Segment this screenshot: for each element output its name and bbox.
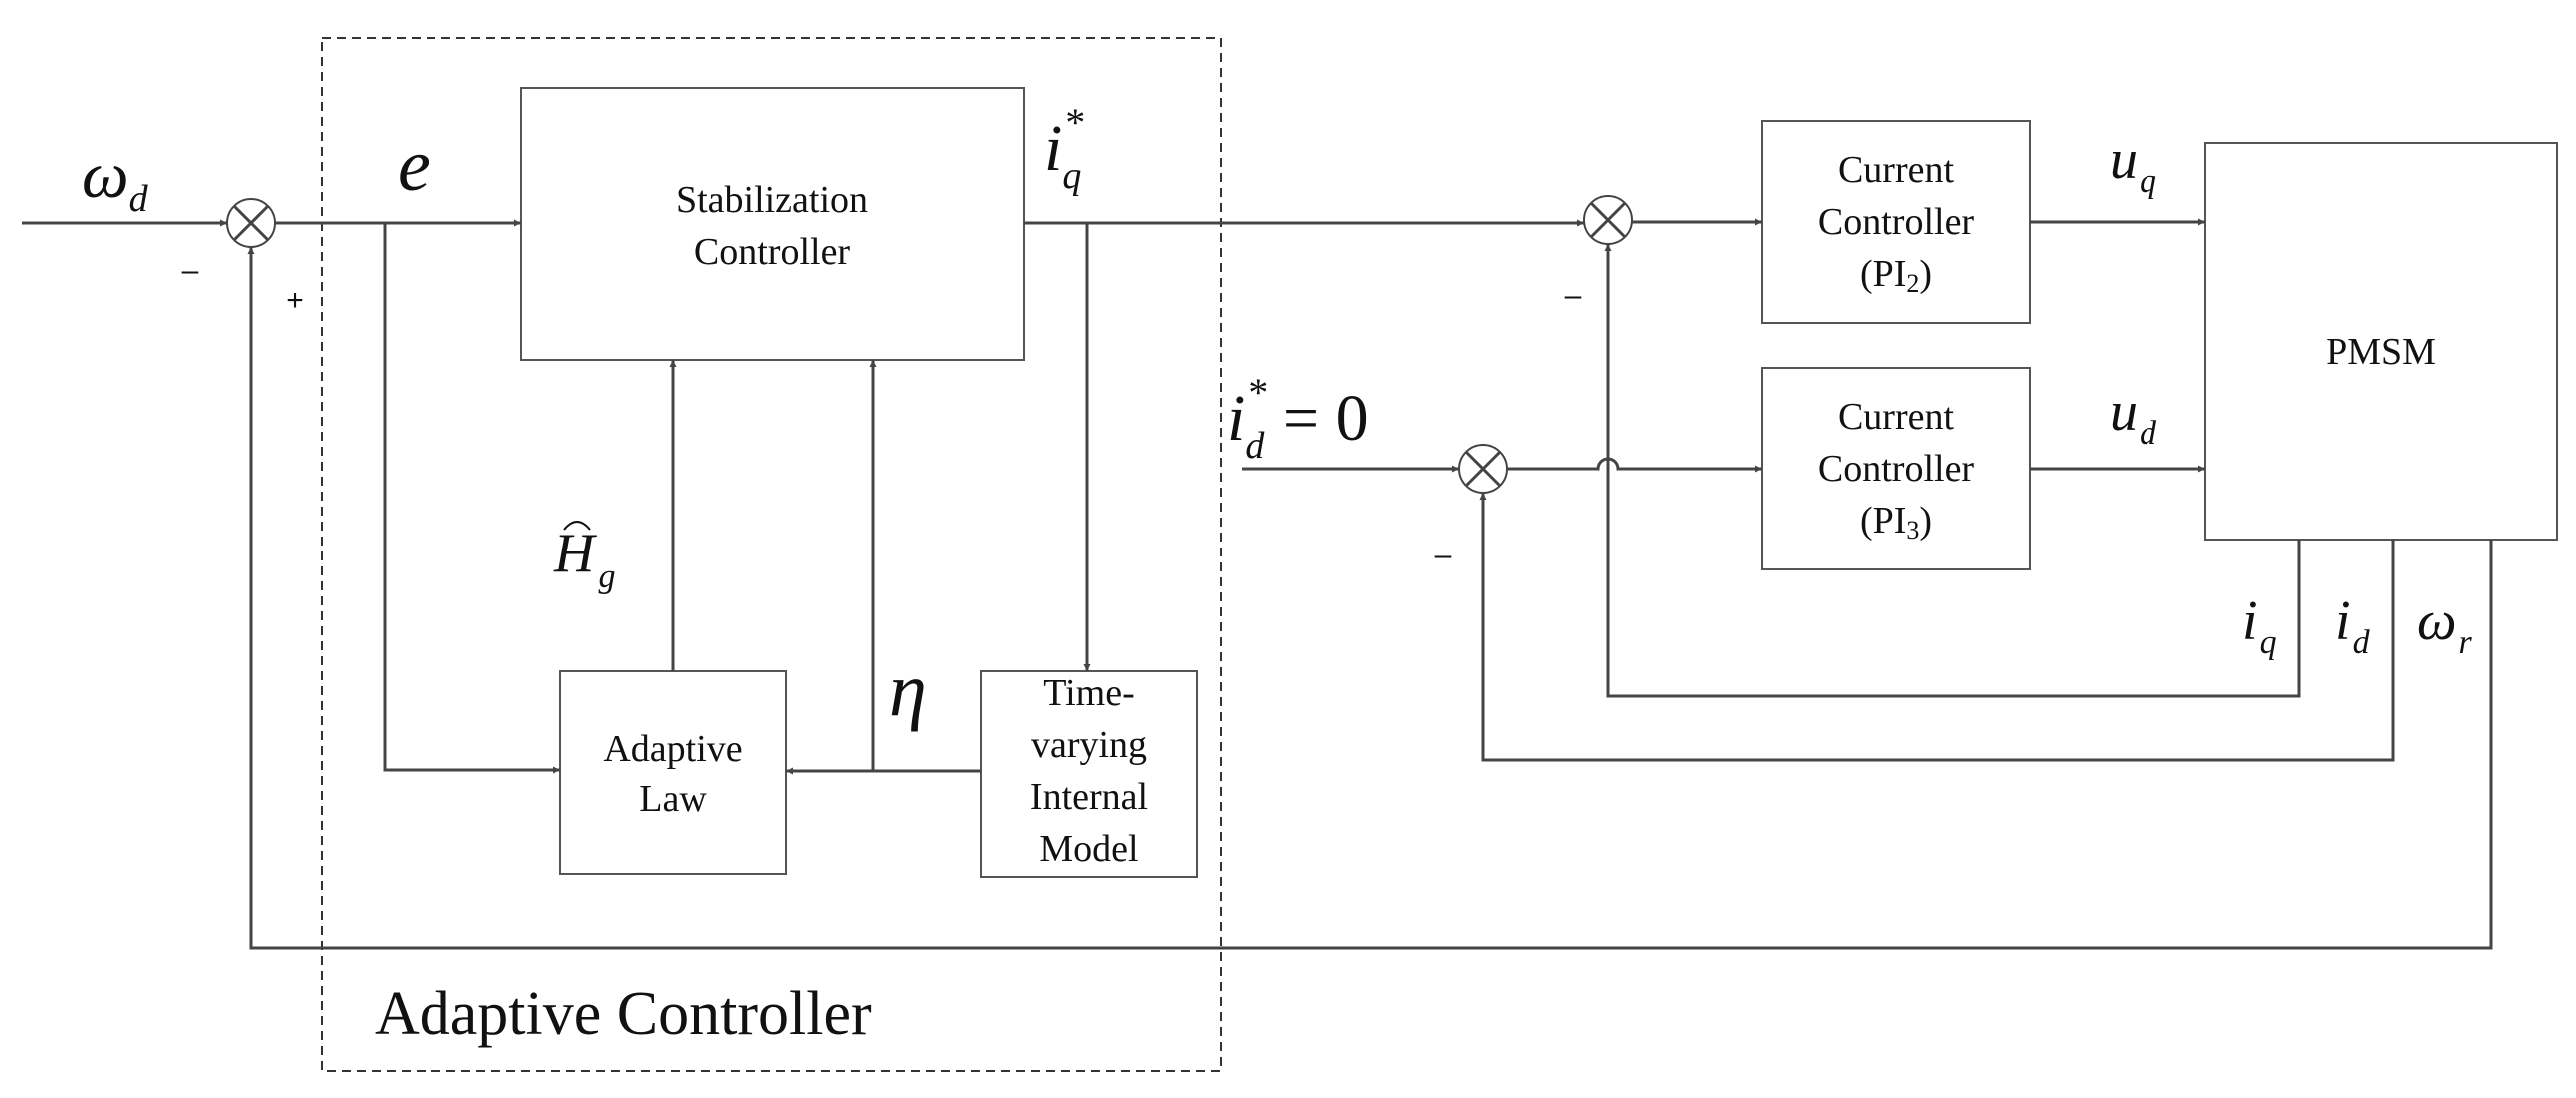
current-controller-d-label-line1: Current <box>1838 396 1955 438</box>
adaptive-law-label-line1: Adaptive <box>603 728 742 770</box>
adaptive-law-label-line2: Law <box>639 778 707 820</box>
speed-feedback-wire <box>247 247 2493 950</box>
sign-plus-speed: + <box>286 284 304 317</box>
current-controller-q-block: Current Controller (PI2) <box>1761 120 2031 324</box>
internal-model-label-line3: Internal <box>1030 776 1148 818</box>
error-label: e <box>398 125 430 207</box>
pmsm-label: PMSM <box>2326 331 2436 373</box>
current-controller-d-label-line2: Controller <box>1818 448 1975 490</box>
error-to-adaptive-law-wire <box>383 223 560 774</box>
uq-label: uq <box>2110 129 2156 200</box>
iq-ref-label: iq* <box>1044 100 1083 197</box>
internal-model-label-line2: varying <box>1031 724 1147 766</box>
summing-junction-d <box>1458 444 1508 494</box>
omega-r-label: ωr <box>2417 590 2473 661</box>
sign-minus-d: – <box>1435 539 1452 571</box>
id-label: id <box>2335 590 2371 661</box>
sign-minus-q: – <box>1565 279 1582 312</box>
iq-feedback-wire <box>1604 244 2301 698</box>
summing-junction-speed <box>226 198 276 248</box>
stabilization-label-line2: Controller <box>694 231 851 273</box>
id-ref-label: id* = 0 <box>1227 370 1369 467</box>
adaptive-law-block: Adaptive Law <box>559 670 787 875</box>
stabilization-controller-block: Stabilization Controller <box>520 87 1025 361</box>
eta-label: η <box>889 648 927 732</box>
adaptive-controller-group <box>321 37 1222 1072</box>
internal-model-block: Time- varying Internal Model <box>980 670 1198 878</box>
omega-d-label: ωd <box>82 139 149 220</box>
current-controller-d-block: Current Controller (PI3) <box>1761 367 2031 570</box>
current-controller-q-label-line3: (PI2) <box>1860 253 1932 298</box>
current-controller-q-label-line1: Current <box>1838 149 1955 191</box>
stabilization-label-line1: Stabilization <box>676 179 868 221</box>
iq-label: iq <box>2242 590 2277 661</box>
adaptive-controller-label: Adaptive Controller <box>375 980 872 1048</box>
internal-model-label-line1: Time- <box>1043 672 1135 714</box>
ud-label: ud <box>2110 381 2157 452</box>
summing-junction-q <box>1583 195 1633 245</box>
id-feedback-wire <box>1479 493 2395 762</box>
d-error-wire <box>1507 457 1762 473</box>
h-hat-accent <box>563 521 591 531</box>
current-controller-d-label-line3: (PI3) <box>1860 500 1932 545</box>
pmsm-block: PMSM <box>2204 142 2558 541</box>
current-controller-q-label-line2: Controller <box>1818 201 1975 243</box>
sign-minus-speed: – <box>182 254 199 287</box>
internal-model-label-line4: Model <box>1039 828 1138 870</box>
